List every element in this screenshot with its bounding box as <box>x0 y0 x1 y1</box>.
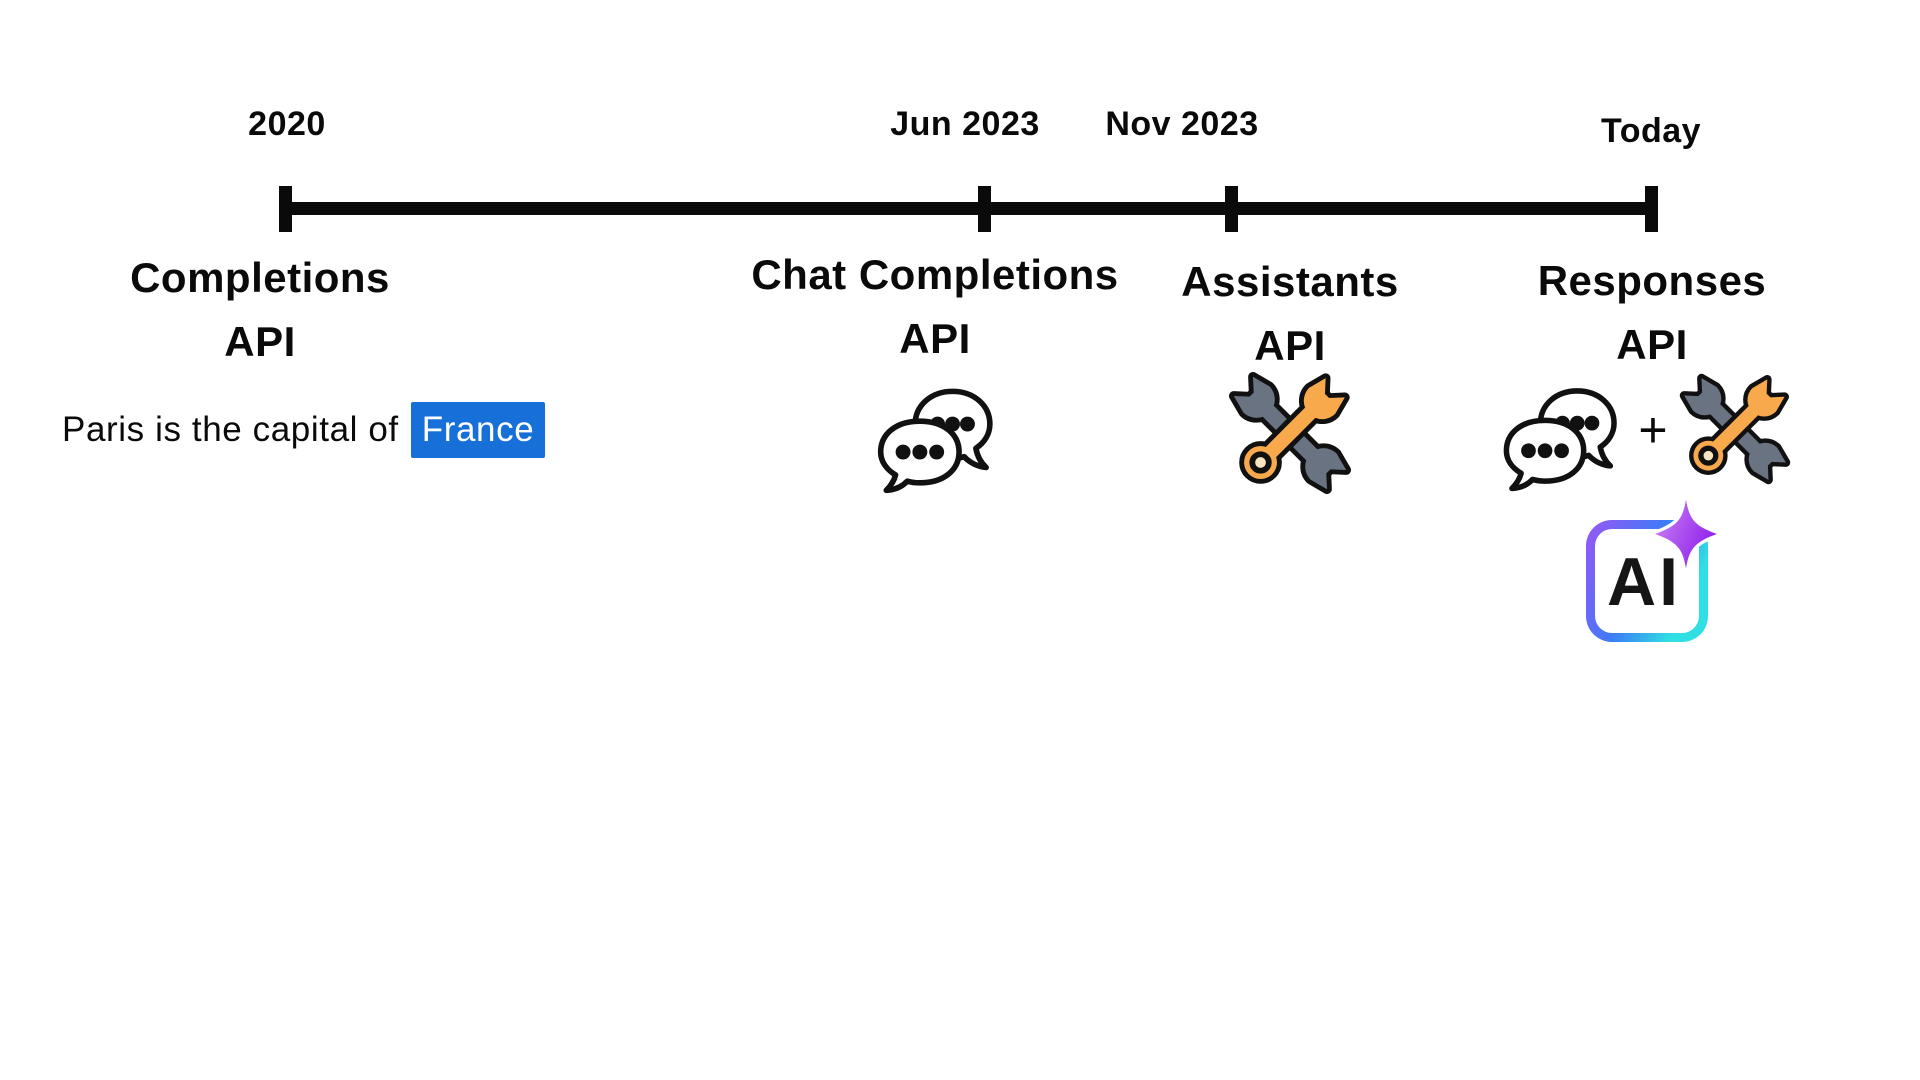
timeline-label-2020: 2020 <box>248 105 326 143</box>
timeline-tick-jun-2023 <box>978 186 991 232</box>
milestone-title-responses: Responses API <box>1538 249 1767 377</box>
timeline-tick-today <box>1645 186 1658 232</box>
prompt-text: Paris is the capital of <box>62 410 399 449</box>
timeline-label-today: Today <box>1600 112 1702 150</box>
chat-bubbles-icon <box>1503 388 1617 492</box>
title-line-1: Assistants <box>1181 258 1399 305</box>
ai-badge-text: AI <box>1607 544 1681 620</box>
title-line-1: Completions <box>130 254 390 301</box>
title-line-1: Chat Completions <box>751 251 1119 298</box>
title-line-2: API <box>899 315 971 362</box>
completions-example-sentence: Paris is the capital of France <box>62 402 546 458</box>
milestone-title-assistants: Assistants API <box>1181 250 1398 378</box>
timeline-label-jun-2023: Jun 2023 <box>890 105 1040 143</box>
timeline-label-nov-2023: Nov 2023 <box>1105 105 1259 143</box>
completion-highlight: France <box>410 402 546 458</box>
timeline-line <box>285 202 1652 215</box>
milestone-title-chat-completions: Chat Completions API <box>751 243 1118 371</box>
crossed-wrenches-icon <box>1228 371 1352 495</box>
timeline-tick-nov-2023 <box>1225 186 1238 232</box>
crossed-wrenches-icon <box>1679 373 1791 485</box>
plus-sign: + <box>1638 402 1668 458</box>
chat-bubbles-icon <box>877 388 993 494</box>
ai-badge-icon: AI <box>1586 520 1708 642</box>
title-line-2: API <box>1254 322 1326 369</box>
timeline-tick-2020 <box>279 186 292 232</box>
sparkle-icon <box>1651 498 1721 570</box>
title-line-2: API <box>1616 321 1688 368</box>
title-line-2: API <box>224 318 296 365</box>
title-line-1: Responses <box>1537 257 1767 304</box>
milestone-title-completions: Completions API <box>130 246 390 374</box>
